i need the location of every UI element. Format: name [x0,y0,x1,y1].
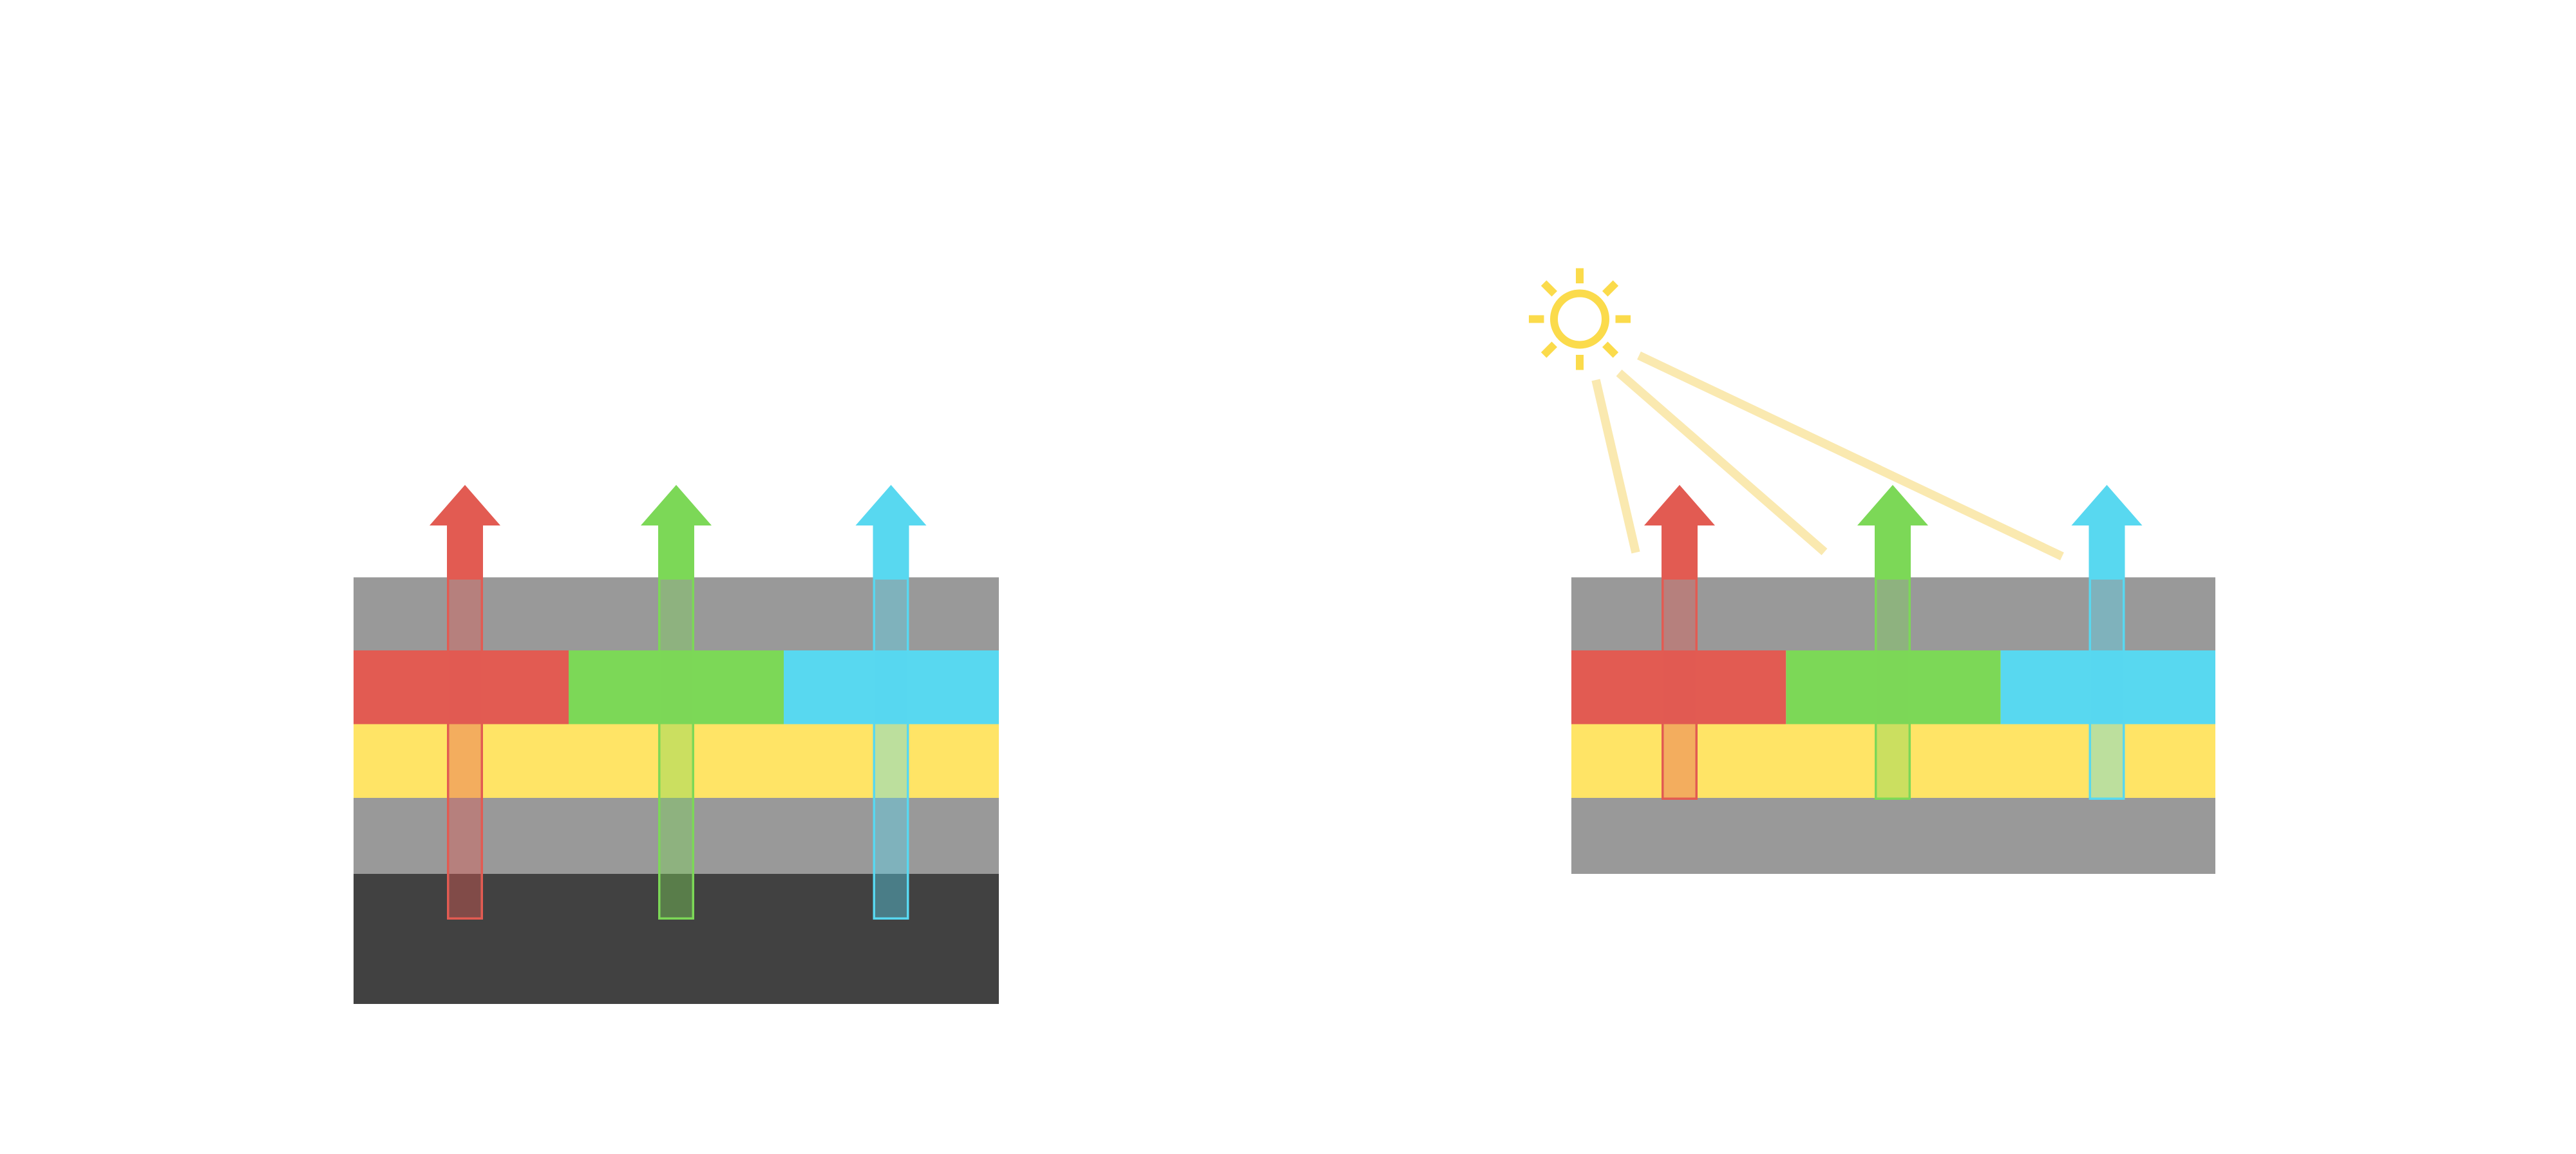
bottom-glass-layer [354,798,999,874]
cyan-light-arrow-through-stack [2088,577,2125,800]
sun-disc-outline [1550,289,1609,349]
cyan-light-arrow [855,485,927,920]
color-filter-layer-cyan-segment [2000,650,2215,724]
green-light-arrow-through-stack [658,577,694,920]
red-light-arrow-through-stack [447,577,483,920]
sun-ray [1540,280,1557,297]
green-light-arrow-head [641,485,712,579]
red-light-arrow [1644,485,1715,800]
red-light-arrow-head [1644,485,1715,579]
backlight-layer [354,874,999,1004]
stack-layers [354,577,999,1004]
sun-ray [1615,315,1631,323]
cyan-light-arrow-head [2071,485,2143,579]
green-light-arrow-through-stack [1875,577,1911,800]
sun-ray [1602,341,1619,358]
liquid-crystal-layer [354,724,999,798]
color-filter-layer-red-segment [354,650,569,724]
color-filter-layer-green-segment [569,650,784,724]
green-light-arrow-head [1857,485,1928,579]
top-glass-layer [1571,577,2215,650]
sun-beam-steep [1591,379,1640,554]
color-filter-layer-green-segment [1786,650,2001,724]
sun-ray [1576,355,1584,370]
sun-beams [1591,351,2064,561]
green-light-arrow [1857,485,1928,800]
top-glass-layer [354,577,999,650]
green-light-arrow [641,485,712,920]
backlit-display-stack [354,485,999,1004]
reflective-display-stack [1529,268,2215,874]
red-light-arrow-through-stack [1662,577,1698,800]
cyan-light-arrow [2071,485,2143,800]
stack-layers [1571,577,2215,874]
cyan-light-arrow-through-stack [873,577,909,920]
sun-ray [1602,280,1619,297]
sun-ray [1540,341,1557,358]
sun-beam-long [1637,351,2064,561]
color-filter-layer-red-segment [1571,650,1786,724]
red-light-arrow [430,485,500,920]
color-filter-layer-cyan-segment [784,650,999,724]
sun-ray [1576,268,1584,283]
bottom-glass-layer [1571,798,2215,874]
sun-beam-middle [1616,369,1828,556]
sun-ray [1529,315,1544,323]
sun-icon [1529,268,1631,370]
liquid-crystal-layer [1571,724,2215,798]
cyan-light-arrow-head [855,485,927,579]
red-light-arrow-head [430,485,500,579]
